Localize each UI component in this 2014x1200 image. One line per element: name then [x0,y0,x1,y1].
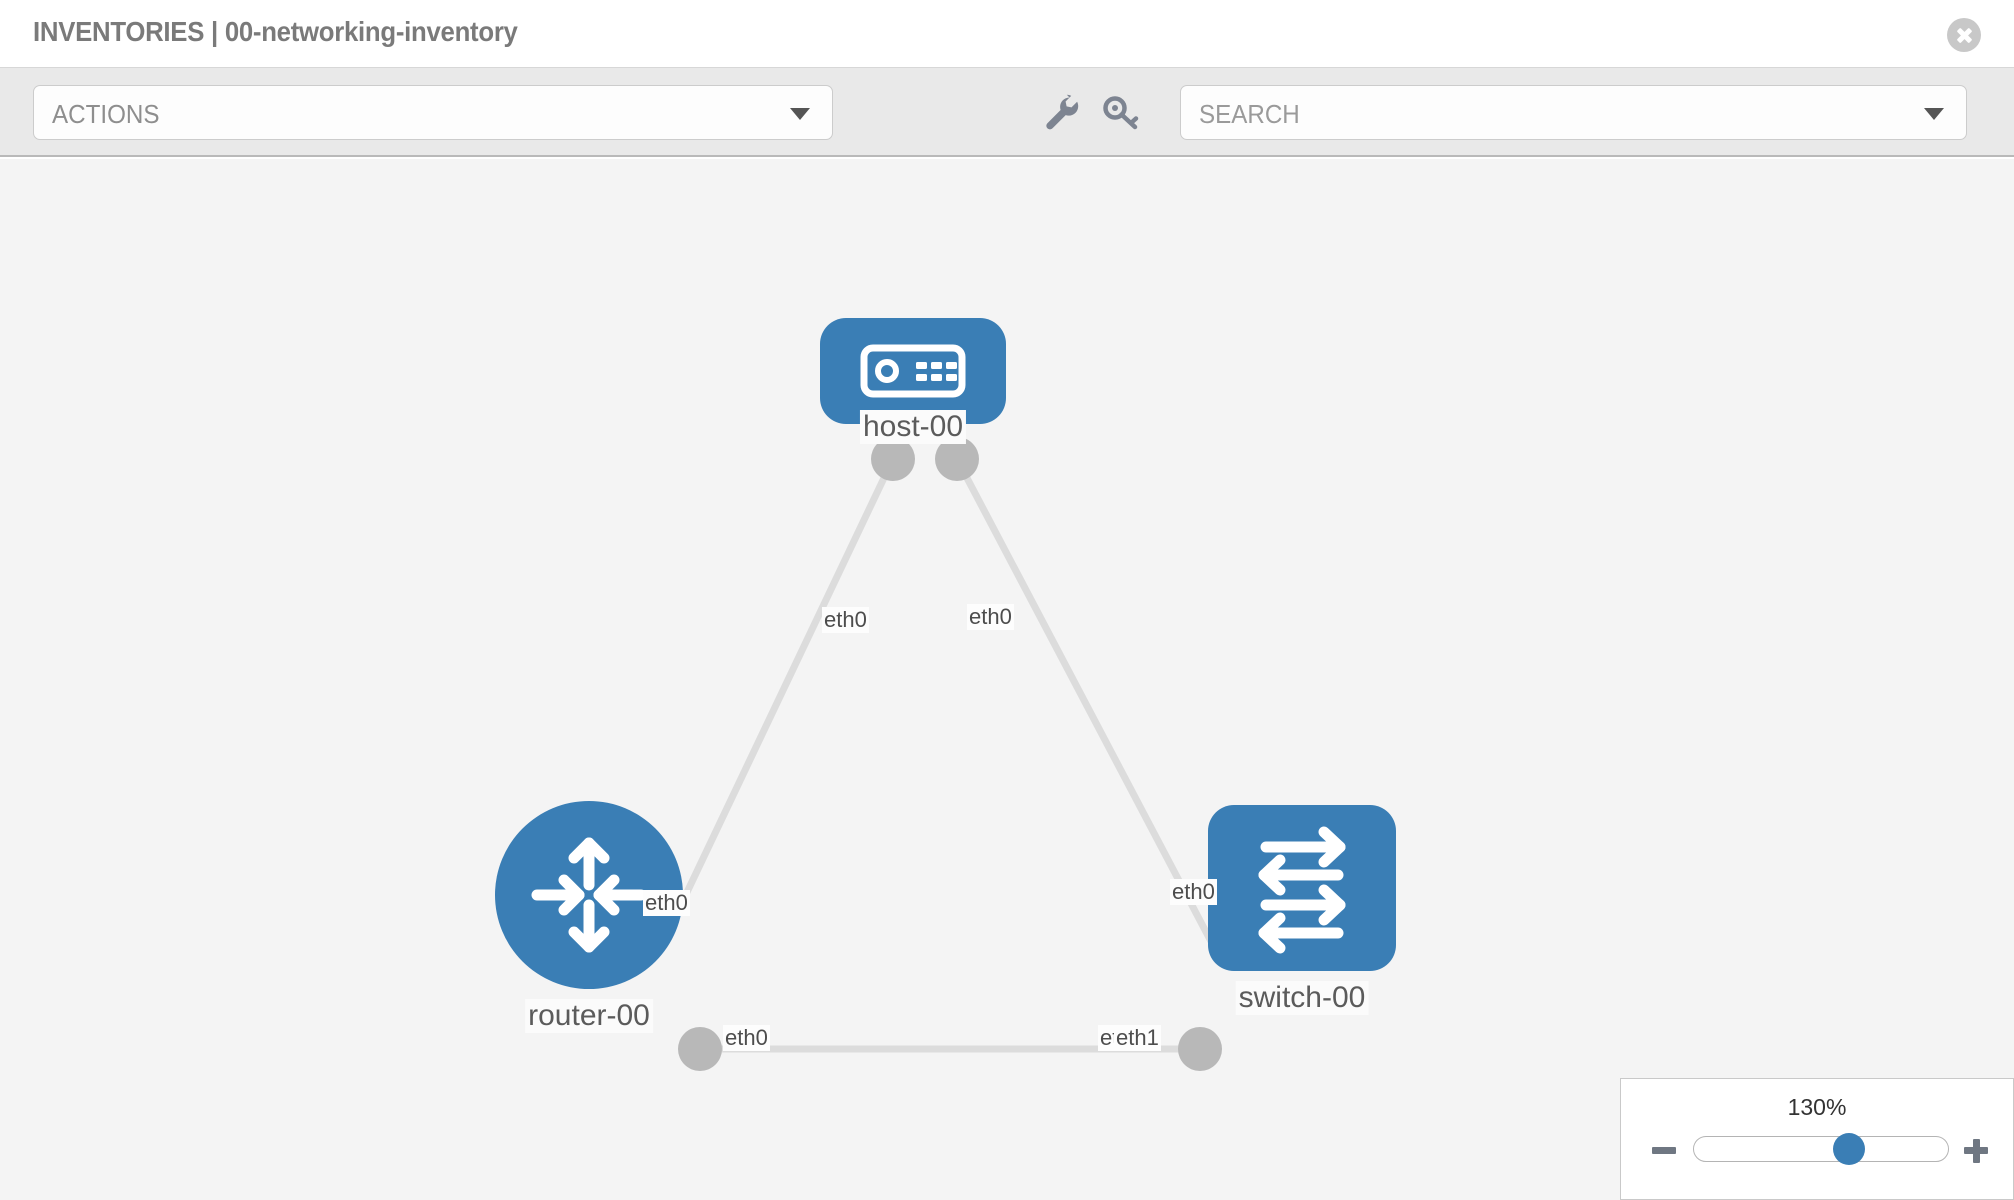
topology-links [656,437,1257,1071]
search-placeholder: SEARCH [1199,99,1300,129]
wrench-icon[interactable] [1040,92,1082,134]
topology-canvas[interactable]: host-00 rout [0,159,2014,1200]
port-switch-left [1178,1027,1222,1071]
search-input[interactable]: SEARCH [1180,85,1967,140]
iface-label: eth1 [1114,1025,1161,1051]
link-host-switch [953,457,1219,951]
page-header: INVENTORIES | 00-networking-inventory [0,0,2014,68]
link-lines [656,457,1219,1053]
link-host-router [656,457,897,951]
node-label-host-00: host-00 [859,410,967,444]
link-ports [678,437,1257,1071]
zoom-out-button[interactable] [1649,1135,1679,1165]
zoom-slider-thumb[interactable] [1832,1133,1865,1165]
iface-label: eth0 [643,890,690,916]
zoom-control-panel: 130% [1620,1078,2014,1200]
node-label-switch-00: switch-00 [1235,981,1369,1015]
zoom-in-button[interactable] [1961,1135,1991,1165]
iface-label: eth0 [822,607,869,633]
router-arrows-icon [531,837,647,953]
iface-label: eth0 [723,1025,770,1051]
iface-label: eth0 [1170,879,1217,905]
node-label-router-00: router-00 [525,999,653,1033]
server-icon [860,344,966,398]
page-title: INVENTORIES | 00-networking-inventory [33,16,518,47]
toolbar: ACTIONS SEARCH [0,68,2014,157]
zoom-level-value: 130% [1787,1094,1847,1120]
close-icon[interactable] [1947,18,1981,52]
port-host-right [935,437,979,481]
chevron-down-icon [1924,107,1944,120]
switch-arrows-icon [1258,826,1346,954]
zoom-slider-track[interactable] [1693,1133,1949,1165]
port-host-left [871,437,915,481]
host-node-shape[interactable] [820,318,1006,424]
actions-dropdown[interactable]: ACTIONS [33,85,833,140]
switch-node-shape[interactable] [1208,805,1396,971]
key-icon[interactable] [1100,92,1142,134]
port-router-right [678,1027,722,1071]
actions-dropdown-label: ACTIONS [52,99,160,129]
iface-label: eth0 [967,604,1014,630]
chevron-down-icon [790,107,810,120]
